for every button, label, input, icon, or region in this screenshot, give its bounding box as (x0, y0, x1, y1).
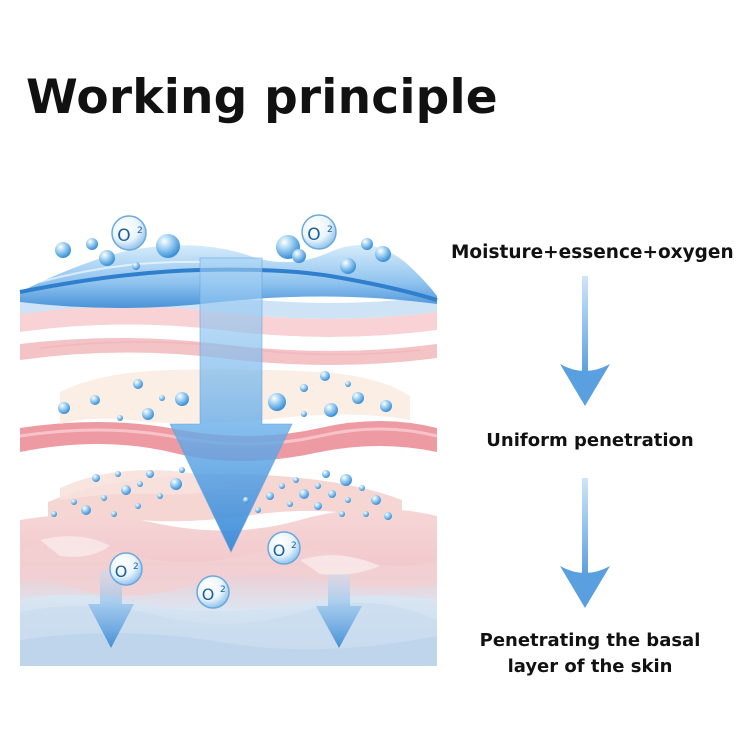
oxygen-superscript: 2 (133, 562, 139, 572)
oxygen-bubble: O 2 (109, 552, 143, 586)
step-text: layer of the skin (507, 656, 673, 678)
page-title: Working principle (26, 70, 498, 125)
step-basal-layer: Penetrating the basal layer of the skin (451, 628, 729, 680)
oxygen-superscript: 2 (327, 225, 333, 235)
bubbles-epidermis (58, 371, 392, 421)
oxygen-superscript: 2 (137, 226, 143, 236)
oxygen-letter: O (117, 226, 130, 246)
step-text: Moisture+essence+oxygen (451, 242, 734, 263)
oxygen-bubble: O 2 (267, 531, 301, 565)
bubbles-top (55, 234, 391, 274)
step-uniform-penetration: Uniform penetration (451, 428, 729, 454)
oxygen-bubble: O 2 (111, 215, 147, 251)
oxygen-bubble: O 2 (196, 575, 230, 609)
oxygen-superscript: 2 (220, 585, 226, 595)
oxygen-letter: O (307, 225, 320, 245)
oxygen-letter: O (115, 562, 128, 581)
penetration-arrow (169, 257, 293, 554)
oxygen-bubble: O 2 (301, 214, 337, 250)
step-moisture-essence-oxygen: Moisture+essence+oxygen (451, 240, 734, 267)
bubbles-papillary (51, 467, 392, 520)
small-arrow-right (316, 574, 362, 648)
oxygen-letter: O (202, 585, 215, 604)
flow-arrow-down-icon (560, 478, 610, 608)
small-arrow-left (88, 570, 134, 648)
step-text: Uniform penetration (486, 430, 694, 451)
flow-arrow-down-icon (560, 276, 610, 406)
oxygen-superscript: 2 (291, 541, 297, 551)
step-text: Penetrating the basal (479, 630, 701, 651)
oxygen-letter: O (273, 541, 286, 560)
